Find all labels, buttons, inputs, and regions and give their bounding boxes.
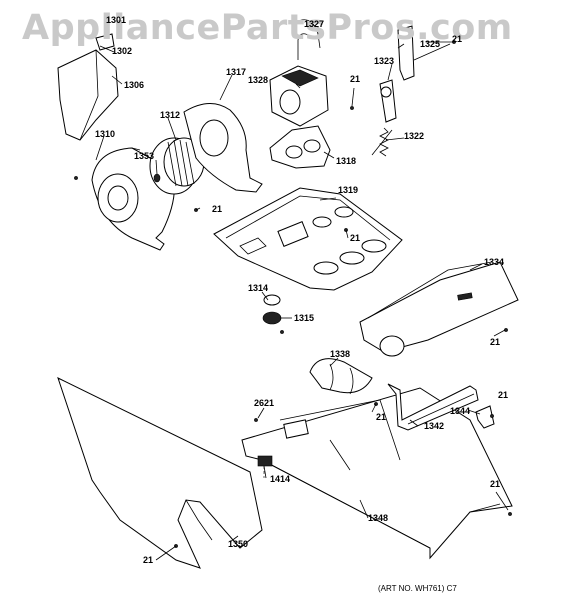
callout-1338: 1338 bbox=[330, 349, 351, 359]
callout-21-right: 21 bbox=[498, 390, 509, 400]
callout-1319: 1319 bbox=[338, 185, 359, 195]
callout-1310: 1310 bbox=[95, 129, 116, 139]
callout-1306: 1306 bbox=[124, 80, 145, 90]
callout-1314: 1314 bbox=[248, 283, 269, 293]
callout-1414: 1414 bbox=[270, 474, 291, 484]
callout-21-bottom: 21 bbox=[490, 479, 501, 489]
front-panel-part bbox=[57, 377, 263, 569]
base-tray-part bbox=[213, 187, 403, 291]
glide-part bbox=[262, 294, 282, 325]
leader-lines bbox=[95, 26, 509, 561]
callout-1348: 1348 bbox=[368, 513, 389, 523]
callout-1334: 1334 bbox=[484, 257, 505, 267]
callout-1342: 1342 bbox=[424, 421, 445, 431]
housing-back-part bbox=[183, 103, 263, 193]
callout-1325: 1325 bbox=[420, 39, 441, 49]
inlet-duct-part bbox=[57, 33, 119, 141]
callout-21-blower: 21 bbox=[212, 204, 223, 214]
callout-21-base: 21 bbox=[350, 233, 361, 243]
art-number: (ART NO. WH761) C7 bbox=[378, 584, 457, 593]
callout-2621: 2621 bbox=[254, 398, 275, 408]
callout-1302: 1302 bbox=[112, 46, 133, 56]
callout-1322: 1322 bbox=[404, 131, 425, 141]
motor-mount-part bbox=[269, 125, 331, 169]
duct-elbow-part bbox=[309, 358, 373, 395]
callout-1315: 1315 bbox=[294, 313, 315, 323]
drive-motor-part bbox=[269, 33, 329, 127]
callout-1328: 1328 bbox=[248, 75, 269, 85]
idler-spring-part bbox=[379, 127, 389, 157]
idler-pulley-part bbox=[379, 79, 397, 123]
callout-21-panel: 21 bbox=[143, 555, 154, 565]
callout-21-rail: 21 bbox=[376, 412, 387, 422]
callout-1327: 1327 bbox=[304, 19, 325, 29]
callout-1350: 1350 bbox=[228, 539, 249, 549]
callout-1301: 1301 bbox=[106, 15, 127, 25]
exhaust-duct-part bbox=[359, 261, 519, 357]
clip-part bbox=[475, 405, 495, 429]
callout-1318: 1318 bbox=[336, 156, 357, 166]
callout-21-duct: 21 bbox=[490, 337, 501, 347]
callout-21-top: 21 bbox=[452, 34, 463, 44]
screws bbox=[74, 40, 512, 548]
callout-1353: 1353 bbox=[134, 151, 155, 161]
switch-bracket-part bbox=[397, 25, 451, 81]
callout-21-motor: 21 bbox=[350, 74, 361, 84]
watermark: AppliancePartsPros.com bbox=[22, 8, 513, 48]
callout-1344: 1344 bbox=[450, 406, 471, 416]
callout-1312: 1312 bbox=[160, 110, 181, 120]
callout-1323: 1323 bbox=[374, 56, 395, 66]
rail-bracket-part bbox=[387, 383, 479, 431]
callout-1317: 1317 bbox=[226, 67, 247, 77]
